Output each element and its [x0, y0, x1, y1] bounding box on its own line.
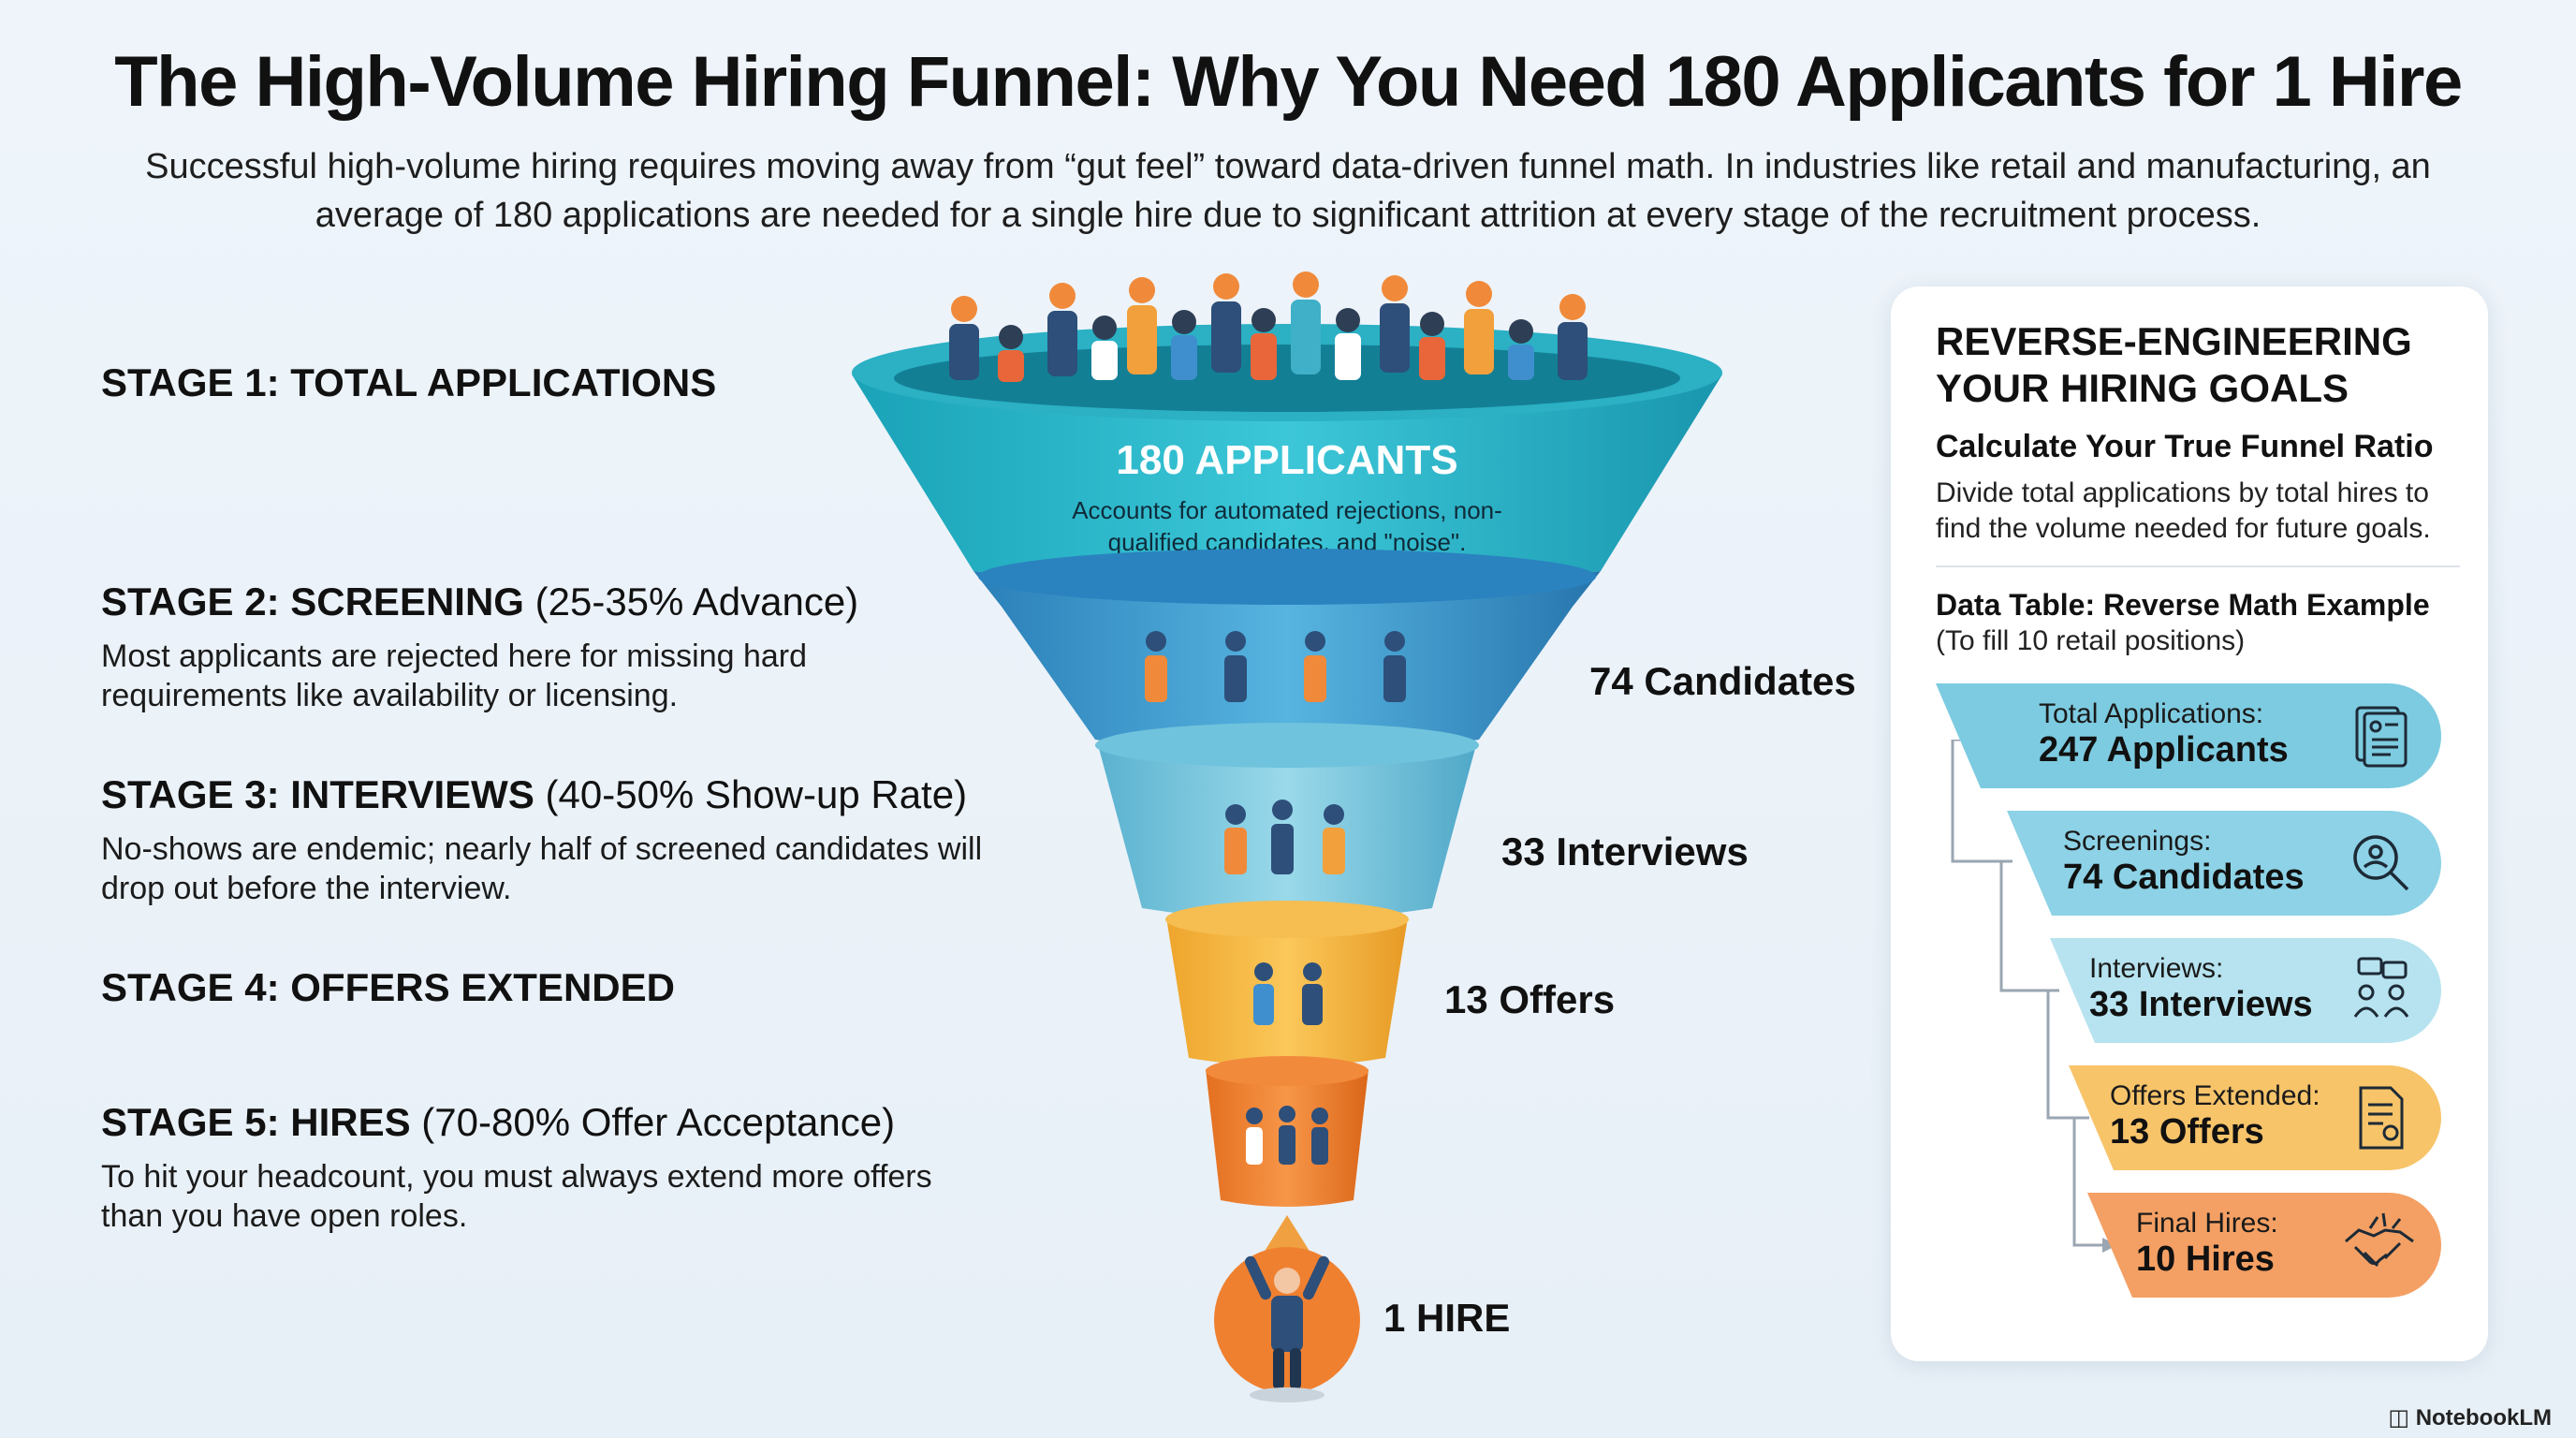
- reverse-row-interviews: Interviews: 33 Interviews: [2050, 938, 2441, 1043]
- reverse-row-screenings: Screenings: 74 Candidates: [2007, 811, 2441, 916]
- single-hire-icon: [1214, 1215, 1360, 1402]
- magnifier-person-icon: [2353, 835, 2409, 891]
- stage-description: To hit your headcount, you must always e…: [101, 1159, 932, 1234]
- funnel-top-note: Accounts for automated rejections, non-q…: [1072, 496, 1502, 556]
- panel-divider: [1936, 565, 2460, 567]
- funnel-label-interviews: 33 Interviews: [1501, 829, 1749, 873]
- stage-description: Most applicants are rejected here for mi…: [101, 638, 808, 713]
- panel-description: Divide total applications by total hires…: [1936, 477, 2431, 544]
- stage-heading: STAGE 1: TOTAL APPLICATIONS: [101, 360, 717, 404]
- applicant-crowd-icon: [949, 271, 1588, 382]
- row-value: 10 Hires: [2136, 1240, 2275, 1279]
- stage-heading: STAGE 2: SCREENING (25-35% Advance): [101, 580, 859, 624]
- row-value: 13 Offers: [2110, 1112, 2264, 1152]
- stage-1: STAGE 1: TOTAL APPLICATIONS: [101, 358, 990, 408]
- reverse-row-offers: Offers Extended: 13 Offers: [2069, 1065, 2441, 1170]
- stage-heading: STAGE 3: INTERVIEWS (40-50% Show-up Rate…: [101, 772, 968, 816]
- panel-subtitle: Calculate Your True Funnel Ratio: [1936, 429, 2434, 464]
- funnel-label-hire: 1 HIRE: [1383, 1296, 1511, 1340]
- row-value: 247 Applicants: [2039, 730, 2289, 770]
- page-title: The High-Volume Hiring Funnel: Why You N…: [114, 42, 2463, 122]
- row-label: Screenings:: [2063, 826, 2212, 857]
- certificate-icon: [2359, 1086, 2404, 1150]
- stage-description: No-shows are endemic; nearly half of scr…: [101, 831, 983, 906]
- row-value: 33 Interviews: [2089, 985, 2313, 1024]
- stage-5: STAGE 5: HIRES (70-80% Offer Acceptance)…: [101, 1097, 990, 1236]
- stage-4: STAGE 4: OFFERS EXTENDED: [101, 962, 990, 1013]
- panel-title: REVERSE-ENGINEERING YOUR HIRING GOALS: [1936, 319, 2412, 410]
- row-label: Offers Extended:: [2110, 1080, 2320, 1111]
- stage-heading: STAGE 4: OFFERS EXTENDED: [101, 965, 675, 1009]
- reverse-row-hires: Final Hires: 10 Hires: [2087, 1193, 2441, 1298]
- row-value: 74 Candidates: [2063, 858, 2305, 897]
- handshake-icon: [2345, 1212, 2414, 1268]
- table-note: (To fill 10 retail positions): [1936, 625, 2246, 656]
- stage-heading: STAGE 5: HIRES (70-80% Offer Acceptance): [101, 1100, 896, 1144]
- notebooklm-brand: ◫ NotebookLM: [2388, 1404, 2552, 1431]
- chat-people-icon: [2353, 957, 2409, 1018]
- stage-3: STAGE 3: INTERVIEWS (40-50% Show-up Rate…: [101, 770, 990, 908]
- brand-label: NotebookLM: [2415, 1405, 2552, 1431]
- hiring-funnel: 180 APPLICANTS Accounts for automated re…: [852, 271, 1722, 1402]
- funnel-tier-interviews: [1095, 723, 1479, 920]
- row-label: Final Hires:: [2136, 1208, 2278, 1239]
- funnel-tier-screening: [973, 549, 1601, 756]
- funnel-label-offers: 13 Offers: [1444, 977, 1616, 1021]
- row-label: Total Applications:: [2039, 698, 2264, 729]
- reverse-row-applications: Total Applications: 247 Applicants: [1936, 683, 2441, 788]
- funnel-label-candidates: 74 Candidates: [1589, 659, 1856, 703]
- step-connector: [1951, 740, 2117, 1253]
- funnel-tier-offers: [1165, 901, 1409, 1066]
- notebooklm-logo-icon: ◫: [2388, 1405, 2410, 1431]
- row-label: Interviews:: [2089, 953, 2224, 984]
- funnel-tier-applicants: [852, 324, 1722, 593]
- document-list-icon: [2355, 706, 2408, 768]
- stage-2: STAGE 2: SCREENING (25-35% Advance) Most…: [101, 577, 990, 715]
- funnel-top-value: 180 APPLICANTS: [1116, 437, 1457, 483]
- table-title: Data Table: Reverse Math Example: [1936, 588, 2430, 622]
- page-subtitle: Successful high-volume hiring requires m…: [145, 147, 2431, 235]
- funnel-tier-hires: [1206, 1056, 1368, 1207]
